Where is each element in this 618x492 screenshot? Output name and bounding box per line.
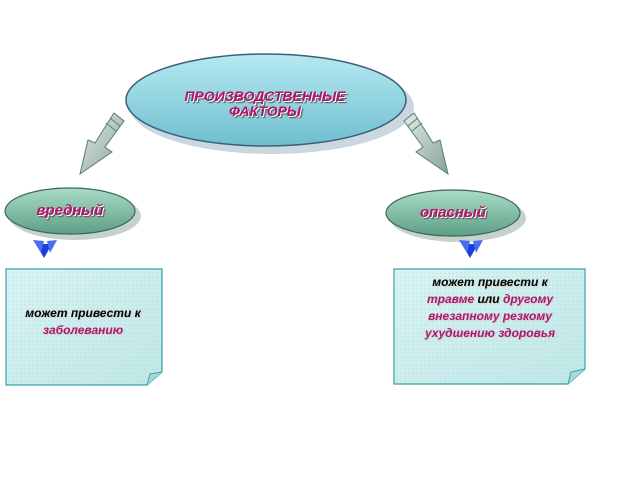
root-label-line-2: ФАКТОРЫ <box>229 103 301 119</box>
dangerous-note-line-4: ухудшению здоровья <box>424 326 556 340</box>
dangerous-note-line-3: внезапному резкому <box>428 309 552 323</box>
harmful-note-line-2: заболеванию <box>42 323 124 337</box>
dangerous-note-word-trauma: травме <box>426 292 475 306</box>
pointer-icon-right <box>459 240 483 258</box>
harmful-note-text: может привести к заболеванию <box>6 300 160 344</box>
dangerous-note-line-2: травме или другому <box>396 291 584 308</box>
harmful-node-label: вредный <box>36 201 104 219</box>
dangerous-node <box>385 189 526 242</box>
dangerous-note-text: может привести к травме или другому внез… <box>396 272 584 358</box>
arrow-to-harmful <box>79 112 125 176</box>
root-label-line-1: ПРОИЗВОДСТВЕННЫЕ <box>184 87 346 104</box>
dangerous-note-line-1: может привести к <box>432 275 548 289</box>
arrow-to-dangerous <box>403 112 449 176</box>
dangerous-note-word-other: другому <box>502 292 554 306</box>
root-node-label: ПРОИЗВОДСТВЕННЫЕ ФАКТОРЫ <box>150 80 380 128</box>
dangerous-note-box <box>393 268 586 385</box>
harmful-note-line-1: может привести к <box>25 306 141 320</box>
dangerous-note-word-or: или <box>474 292 503 306</box>
root-node <box>125 53 414 154</box>
harmful-node <box>4 187 141 240</box>
pointer-icon-left <box>33 240 57 258</box>
harmful-note-box <box>5 268 163 386</box>
dangerous-node-label: опасный <box>419 203 487 221</box>
